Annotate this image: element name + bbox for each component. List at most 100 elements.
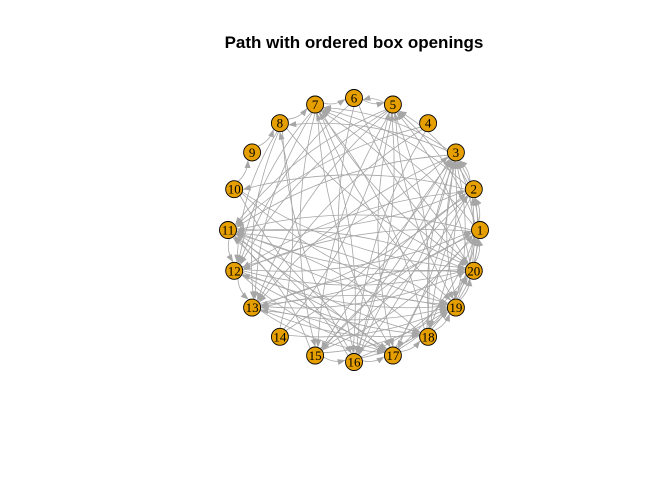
node-9: 9: [243, 143, 262, 162]
edge-14-8: [278, 131, 294, 329]
node-circle: [464, 180, 483, 199]
node-circle: [219, 221, 237, 239]
node-label: 17: [386, 348, 400, 363]
edge-15-1: [321, 235, 474, 351]
chart-title: Path with ordered box openings: [225, 33, 484, 52]
edge-16-11: [233, 236, 349, 357]
edge-19-11: [236, 230, 449, 306]
node-label: 6: [351, 91, 358, 106]
node-circle: [243, 298, 262, 317]
node-6: 6: [345, 89, 363, 107]
edge-16-7: [316, 112, 356, 354]
edge-6-20: [358, 104, 470, 264]
edge-8-12: [234, 131, 278, 263]
edge-20-7: [320, 110, 469, 265]
edge-10-17: [239, 195, 388, 350]
edge-13-20: [260, 271, 466, 309]
edge-11-12: [226, 238, 234, 263]
edge-8-20: [286, 128, 468, 266]
node-circle: [270, 327, 289, 346]
node-label: 1: [477, 223, 484, 238]
edge-7-6: [323, 99, 346, 106]
node-4: 4: [419, 114, 438, 133]
node-circle: [270, 114, 289, 133]
edge-15-3: [319, 159, 451, 349]
edge-19-2: [456, 197, 477, 300]
edge-5-6: [362, 94, 385, 104]
edge-20-5: [396, 112, 471, 264]
node-11: 11: [219, 221, 237, 239]
edge-2-10: [242, 174, 466, 191]
node-label: 15: [309, 348, 322, 363]
node-circle: [419, 327, 438, 346]
edge-8-7: [287, 108, 308, 120]
node-label: 2: [471, 182, 478, 197]
node-circle: [345, 353, 363, 371]
edge-18-7: [318, 112, 425, 330]
node-2: 2: [464, 180, 483, 199]
edge-12-18: [241, 273, 421, 337]
node-13: 13: [243, 298, 262, 317]
node-14: 14: [270, 327, 289, 346]
edge-15-19: [323, 310, 448, 354]
node-label: 10: [228, 182, 241, 197]
node-label: 14: [273, 329, 287, 344]
edge-19-3: [454, 160, 466, 300]
node-7: 7: [306, 95, 325, 114]
node-circle: [446, 298, 465, 317]
node-18: 18: [419, 327, 438, 346]
edge-10-9: [237, 160, 251, 182]
edge-17-12: [241, 273, 386, 352]
edge-15-16: [323, 356, 346, 366]
edge-16-5: [354, 112, 396, 354]
edge-11-18: [235, 233, 421, 334]
node-label: 11: [222, 223, 235, 238]
node-5: 5: [383, 95, 402, 114]
edge-17-1: [397, 236, 476, 349]
node-16: 16: [345, 353, 363, 371]
edge-14-19: [288, 308, 448, 338]
edge-12-20: [242, 269, 466, 286]
edge-20-13: [260, 270, 466, 307]
node-label: 8: [277, 116, 284, 131]
node-label: 7: [312, 97, 319, 112]
edge-5-19: [395, 112, 454, 300]
edge-17-3: [395, 160, 456, 348]
edge-12-13: [237, 278, 249, 300]
edge-15-11: [232, 237, 311, 349]
edge-2-7: [322, 107, 467, 186]
edge-11-20: [236, 231, 466, 273]
node-1: 1: [471, 221, 489, 239]
node-label: 5: [390, 97, 397, 112]
edge-19-13: [260, 294, 448, 309]
node-circle: [225, 261, 244, 280]
edge-13-17: [259, 309, 385, 356]
node-circle: [471, 221, 489, 239]
edge-14-3: [285, 158, 450, 331]
node-circle: [243, 143, 262, 162]
edge-2-16: [358, 195, 470, 356]
edge-1-12: [242, 229, 472, 270]
node-circle: [345, 89, 363, 107]
edge-9-8: [257, 129, 274, 147]
edge-5-11: [234, 109, 387, 225]
edge-20-3: [456, 160, 475, 263]
edge-16-17: [362, 356, 385, 364]
node-15: 15: [306, 346, 325, 365]
node-label: 20: [467, 263, 480, 278]
edge-4-13: [258, 129, 423, 302]
edge-17-18: [400, 340, 421, 352]
edge-14-5: [283, 112, 391, 330]
edge-3-18: [425, 160, 456, 329]
edge-3-11: [236, 154, 448, 228]
edge-layer: [226, 94, 484, 366]
node-circle: [419, 114, 438, 133]
node-label: 16: [348, 355, 362, 370]
node-label: 9: [249, 145, 256, 160]
node-12: 12: [225, 261, 244, 280]
edge-3-16: [356, 159, 453, 355]
edge-18-3: [428, 160, 459, 329]
edge-5-12: [240, 110, 388, 265]
